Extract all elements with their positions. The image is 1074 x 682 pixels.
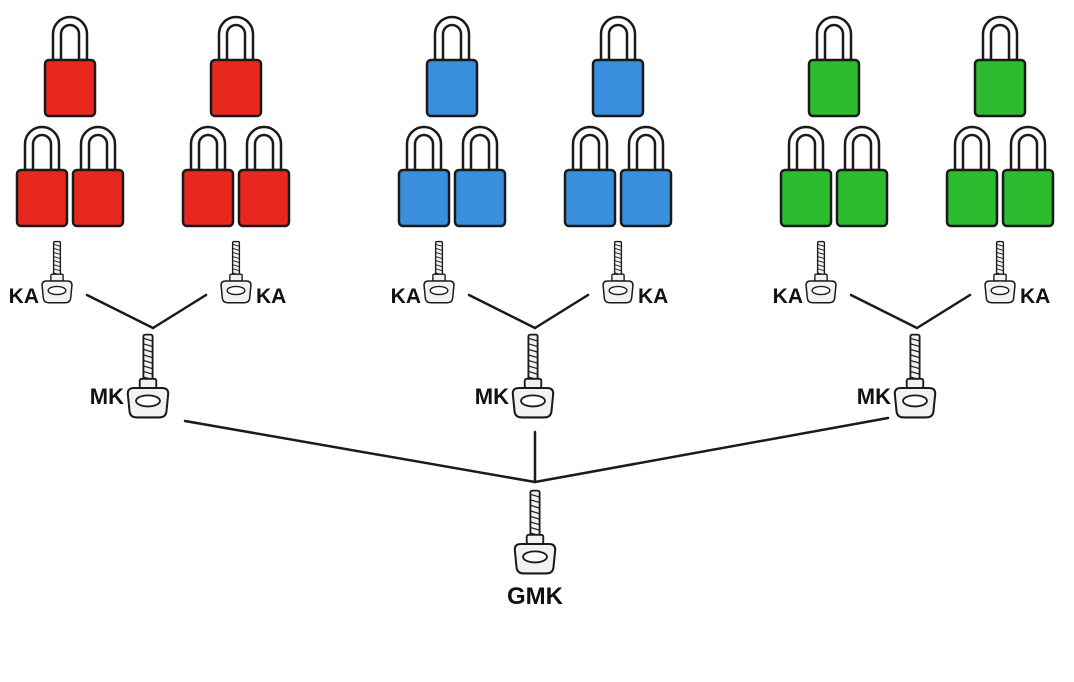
padlock-blue-set-1-right — [453, 125, 507, 228]
padlock-green-set-2-left — [945, 125, 999, 228]
mk-key-red — [126, 333, 170, 419]
padlock-blue-set-1-top — [425, 15, 479, 118]
connector-ka-left-blue — [467, 293, 537, 330]
connector-ka-right-blue — [533, 293, 590, 330]
padlock-green-set-2-top — [973, 15, 1027, 118]
ka-key-green-set-2 — [984, 240, 1016, 304]
padlock-red-set-2-left — [181, 125, 235, 228]
connector-mk-red-to-gmk — [183, 419, 537, 484]
ka-label-green-set-1: KA — [773, 285, 803, 308]
mk-key-blue — [511, 333, 555, 419]
padlock-green-set-1-right — [835, 125, 889, 228]
padlock-red-set-2-top — [209, 15, 263, 118]
gmk-label: GMK — [507, 583, 564, 610]
mk-label-blue: MK — [475, 384, 509, 409]
labels-layer: KA KA MK KA KA MK KA KA MK GMK — [9, 285, 1051, 610]
gmk-key — [513, 489, 557, 575]
mk-label-green: MK — [857, 384, 891, 409]
ka-key-green-set-1 — [805, 240, 837, 304]
padlock-blue-set-2-right — [619, 125, 673, 228]
ka-key-red-set-1 — [41, 240, 73, 304]
mk-label-red: MK — [90, 384, 124, 409]
connector-ka-right-green — [915, 293, 972, 330]
padlock-red-set-1-left — [15, 125, 69, 228]
connector-ka-left-green — [849, 293, 919, 330]
padlock-green-set-1-left — [779, 125, 833, 228]
padlock-blue-set-1-left — [397, 125, 451, 228]
keys-layer — [41, 240, 1016, 575]
mk-key-green — [893, 333, 937, 419]
ka-label-red-set-1: KA — [9, 285, 39, 308]
ka-key-blue-set-1 — [423, 240, 455, 304]
padlock-red-set-1-right — [71, 125, 125, 228]
padlock-blue-set-2-left — [563, 125, 617, 228]
connector-ka-right-red — [151, 293, 208, 330]
connector-lines — [85, 293, 972, 484]
connector-mk-green-to-gmk — [533, 416, 890, 484]
padlocks-layer — [15, 15, 1055, 228]
padlock-blue-set-2-top — [591, 15, 645, 118]
padlock-green-set-2-right — [1001, 125, 1055, 228]
ka-label-red-set-2: KA — [256, 285, 286, 308]
padlock-red-set-1-top — [43, 15, 97, 118]
ka-label-blue-set-1: KA — [391, 285, 421, 308]
padlock-green-set-1-top — [807, 15, 861, 118]
ka-key-red-set-2 — [220, 240, 252, 304]
connector-ka-left-red — [85, 293, 155, 330]
ka-label-blue-set-2: KA — [638, 285, 668, 308]
ka-key-blue-set-2 — [602, 240, 634, 304]
ka-label-green-set-2: KA — [1020, 285, 1050, 308]
padlock-red-set-2-right — [237, 125, 291, 228]
